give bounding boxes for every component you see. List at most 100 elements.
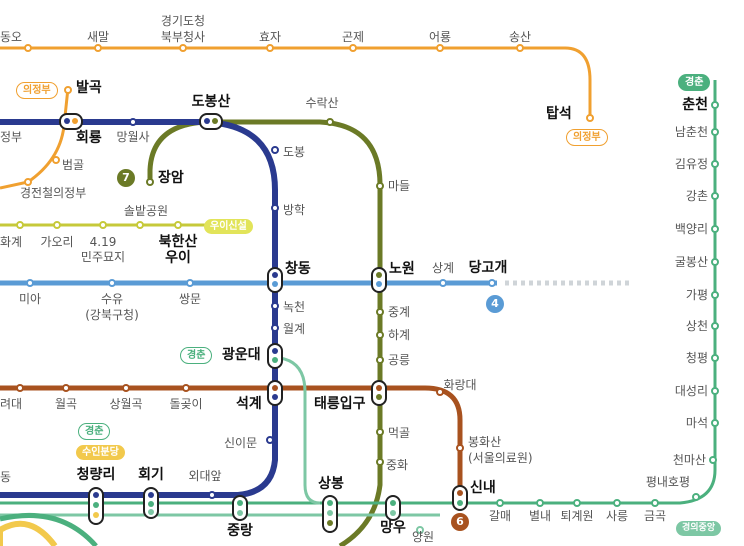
station-label-major[interactable]: 회기 [138, 467, 164, 483]
station-label[interactable]: 천마산 [672, 453, 706, 467]
station-label[interactable]: 하계 [388, 328, 411, 342]
station-label-major[interactable]: 태릉입구 [314, 396, 366, 412]
station-label[interactable]: 경기도청 [160, 14, 206, 28]
station-label[interactable]: 4.19 [89, 235, 117, 249]
line4-number-icon: 4 [486, 295, 504, 313]
station-label[interactable]: (서울의료원) [468, 451, 533, 465]
station-label[interactable]: 수락산 [305, 96, 339, 110]
station-label[interactable]: 화계 [0, 235, 23, 249]
gyeongchun-line [0, 80, 717, 505]
station-label[interactable]: 미아 [18, 292, 42, 306]
station-label[interactable]: 김유정 [674, 157, 708, 171]
station-label[interactable]: 려대 [0, 397, 23, 411]
gyeongchun-badge-gwangundae: 경춘 [180, 347, 213, 364]
station-label-major[interactable]: 석계 [236, 396, 262, 412]
station-label[interactable]: 별내 [528, 509, 552, 523]
station-label[interactable]: 청평 [685, 351, 708, 365]
station-label[interactable]: 수유 [100, 292, 124, 306]
station-label[interactable]: 동오 [0, 30, 23, 44]
station-label-major[interactable]: 장암 [158, 170, 184, 186]
station-label[interactable]: 마들 [388, 179, 411, 193]
suin-bundang-line [0, 520, 58, 546]
station-label[interactable]: 쌍문 [178, 292, 202, 306]
station-label[interactable]: 어룡 [428, 30, 452, 44]
station-label-major[interactable]: 회룡 [76, 130, 102, 146]
line6-number-icon: 6 [451, 513, 469, 531]
station-label[interactable]: 마석 [685, 416, 708, 430]
station-label[interactable]: 중계 [388, 305, 411, 319]
station-label[interactable]: 먹골 [388, 426, 411, 440]
station-label[interactable]: 화랑대 [443, 378, 477, 392]
station-label-major[interactable]: 노원 [389, 261, 415, 277]
station-label[interactable]: 경전철의정부 [20, 186, 87, 200]
station-label-major[interactable]: 당고개 [468, 260, 508, 276]
station-label[interactable]: 송산 [508, 30, 532, 44]
station-label[interactable]: 갈매 [488, 509, 512, 523]
station-label[interactable]: 도봉 [283, 145, 306, 159]
station-label[interactable]: 금곡 [643, 509, 667, 523]
station-marker-sinnae [452, 485, 468, 511]
station-label-major[interactable]: 춘천 [682, 97, 708, 113]
station-label[interactable]: 중화 [386, 458, 409, 472]
station-label[interactable]: 강촌 [685, 189, 708, 203]
station-label[interactable]: 신이문 [224, 436, 258, 450]
station-label[interactable]: 남춘천 [674, 125, 708, 139]
station-label[interactable]: 돌곶이 [169, 397, 203, 411]
station-label[interactable]: 양원 [412, 530, 435, 544]
station-label-major[interactable]: 청량리 [76, 467, 116, 483]
station-markers [59, 113, 468, 533]
station-label[interactable]: 대성리 [674, 384, 708, 398]
station-label[interactable]: 민주묘지 [80, 250, 126, 264]
station-label[interactable]: 정부 [0, 130, 23, 144]
station-label-major[interactable]: 탑석 [546, 106, 572, 122]
station-label-major[interactable]: 중랑 [227, 523, 253, 539]
station-marker-mangu [385, 495, 401, 521]
station-label[interactable]: 상월곡 [109, 397, 143, 411]
station-label[interactable]: 북부청사 [160, 30, 206, 44]
station-marker-nowon [371, 267, 387, 293]
station-label[interactable]: 녹천 [283, 300, 306, 314]
station-label-major[interactable]: 상봉 [318, 476, 344, 492]
station-label[interactable]: 공릉 [388, 353, 411, 367]
station-label-major[interactable]: 우이 [165, 250, 191, 266]
station-label-major[interactable]: 신내 [470, 480, 496, 496]
station-label[interactable]: 효자 [258, 30, 282, 44]
line7 [147, 119, 383, 546]
minor-station-dots [16, 44, 719, 534]
station-label[interactable]: 월곡 [54, 397, 78, 411]
station-label[interactable]: 가평 [685, 288, 708, 302]
station-label-major[interactable]: 북한산 [158, 234, 198, 250]
station-label-major[interactable]: 발곡 [76, 80, 102, 96]
station-label-major[interactable]: 광운대 [222, 347, 261, 363]
station-label[interactable]: 방학 [283, 203, 306, 217]
station-label[interactable]: 굴봉산 [674, 255, 708, 269]
station-label[interactable]: 상계 [431, 261, 455, 275]
station-label[interactable]: 곤제 [341, 30, 365, 44]
station-label[interactable]: 가오리 [40, 235, 74, 249]
station-label[interactable]: 봉화산 [468, 435, 502, 449]
station-marker-gwangundae [267, 343, 283, 369]
ui-sinseol-badge: 우이신설 [204, 219, 253, 234]
station-label[interactable]: 범골 [62, 158, 85, 172]
station-label[interactable]: 퇴계원 [560, 509, 594, 523]
station-label[interactable]: 상천 [685, 319, 708, 333]
station-label[interactable]: 망월사 [116, 130, 150, 144]
station-label[interactable]: 솔밭공원 [123, 204, 169, 218]
station-label[interactable]: (강북구청) [85, 308, 139, 322]
uijeongbu-line-top [0, 46, 592, 120]
gyeongchun-branch [279, 356, 321, 505]
station-label-major[interactable]: 창동 [285, 261, 311, 277]
station-label-major[interactable]: 도봉산 [191, 94, 231, 110]
station-label-major[interactable]: 망우 [380, 520, 406, 536]
station-label[interactable]: 평내호평 [645, 475, 690, 489]
station-label[interactable]: 사릉 [605, 509, 629, 523]
gyeongchun-badge-cheongnyangni: 경춘 [78, 423, 111, 440]
station-label[interactable]: 백양리 [674, 222, 708, 236]
station-label[interactable]: 월계 [283, 322, 306, 336]
station-marker-taereung [371, 380, 387, 406]
station-label[interactable]: 동 [0, 470, 12, 484]
station-label[interactable]: 외대앞 [188, 469, 222, 483]
station-label[interactable]: 새말 [86, 30, 110, 44]
